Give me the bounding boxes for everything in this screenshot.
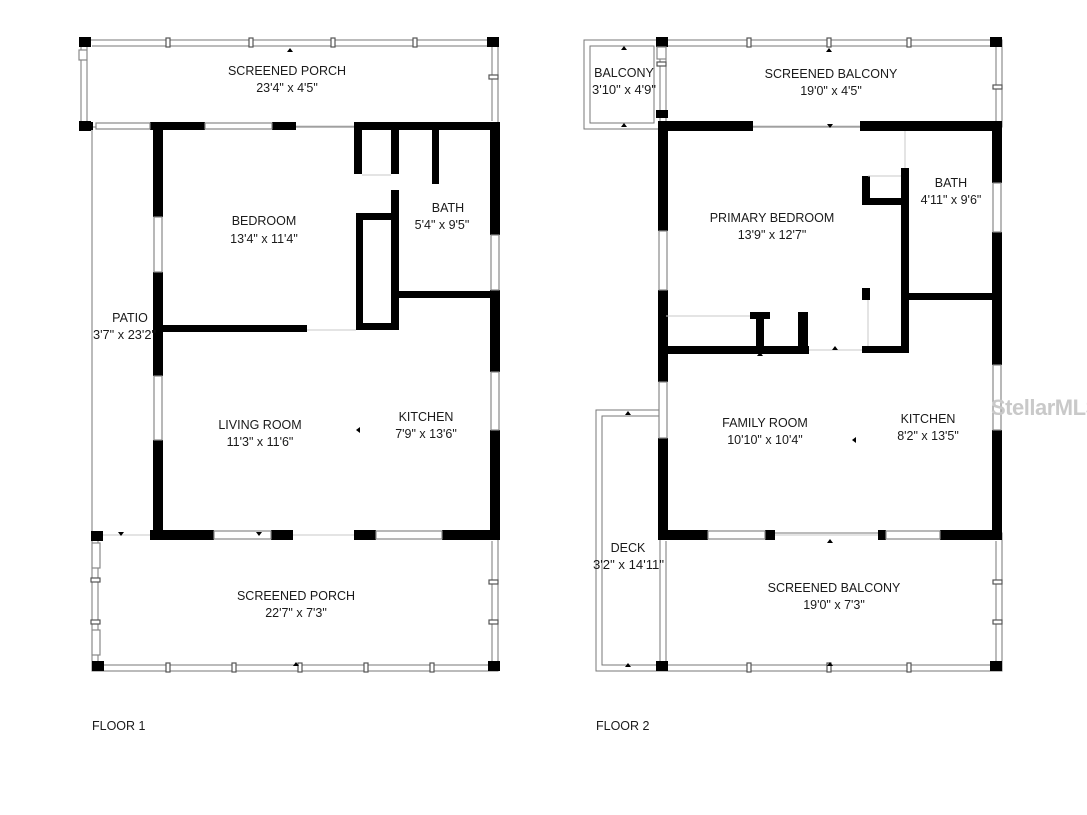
floor-1-room-kitchen-name: KITCHEN [399, 410, 454, 424]
floor-1-label: FLOOR 1 [92, 719, 146, 733]
floor-1-room-patio-name: PATIO [112, 311, 148, 325]
floor-2-room-kitchen-name: KITCHEN [901, 412, 956, 426]
floor-1-room-screened-porch-top-dims: 23'4" x 4'5" [256, 81, 318, 95]
floor-2-room-family-room-dims: 10'10" x 10'4" [727, 433, 803, 447]
floor-1-room-patio-dims: 3'7" x 23'2" [93, 328, 156, 342]
floor-1-windows [78, 49, 500, 656]
floor-1-door-lines [103, 125, 391, 536]
floor-2-room-deck-dims: 3'2" x 14'11" [593, 558, 664, 572]
floor-2-room-screened-balcony-bottom-name: SCREENED BALCONY [768, 581, 901, 595]
floor-2-label: FLOOR 2 [596, 719, 650, 733]
floor-2-room-screened-balcony-top-name: SCREENED BALCONY [765, 67, 898, 81]
floor-1-room-bath-name: BATH [432, 201, 464, 215]
floor-1-room-screened-porch-bottom-name: SCREENED PORCH [237, 589, 355, 603]
floor-2-screen-panels [656, 37, 1003, 673]
floor-1-walls [79, 122, 500, 540]
floor-2-room-bath-name: BATH [935, 176, 967, 190]
floor-1-room-bedroom-dims: 13'4" x 11'4" [230, 232, 298, 246]
floor-2-room-screened-balcony-top-dims: 19'0" x 4'5" [800, 84, 862, 98]
floor-1-room-bath-dims: 5'4" x 9'5" [415, 218, 470, 232]
floor-2-posts [656, 37, 1002, 671]
floor-1-room-kitchen-dims: 7'9" x 13'6" [395, 427, 457, 441]
floor-2-markers [621, 46, 953, 667]
floor-2-room-kitchen-dims: 8'2" x 13'5" [897, 429, 959, 443]
floor-2-room-bath-dims: 4'11" x 9'6" [921, 193, 982, 207]
floor-2-room-screened-balcony-bottom-dims: 19'0" x 7'3" [803, 598, 865, 612]
floor-1-markers [118, 48, 448, 666]
floor-2-room-deck-name: DECK [611, 541, 646, 555]
floor-1-room-screened-porch-bottom-dims: 22'7" x 7'3" [265, 606, 327, 620]
floor-2-room-balcony-dims: 3'10" x 4'9" [592, 83, 656, 97]
floor-2-plan: BALCONY 3'10" x 4'9" SCREENED BALCONY 19… [583, 37, 1003, 733]
floor-1-room-bedroom-name: BEDROOM [232, 214, 297, 228]
floor-1-screen-panels [90, 37, 499, 673]
floor-2-walls [658, 121, 1002, 540]
floor-1-plan: SCREENED PORCH 23'4" x 4'5" BEDROOM 13'4… [78, 37, 500, 733]
floor-2-room-primary-bedroom-name: PRIMARY BEDROOM [710, 211, 835, 225]
floor-1-room-living-room-dims: 11'3" x 11'6" [227, 435, 294, 449]
watermark-text: StellarMLS [991, 395, 1087, 420]
floor-1-room-screened-porch-top-name: SCREENED PORCH [228, 64, 346, 78]
floor-2-room-family-room-name: FAMILY ROOM [722, 416, 808, 430]
floor-1-room-living-room-name: LIVING ROOM [218, 418, 301, 432]
floor-2-screen-lines [583, 39, 1003, 672]
floor-2-windows [656, 46, 1002, 540]
floor-2-room-balcony-name: BALCONY [594, 66, 654, 80]
floor-2-room-primary-bedroom-dims: 13'9" x 12'7" [738, 228, 807, 242]
